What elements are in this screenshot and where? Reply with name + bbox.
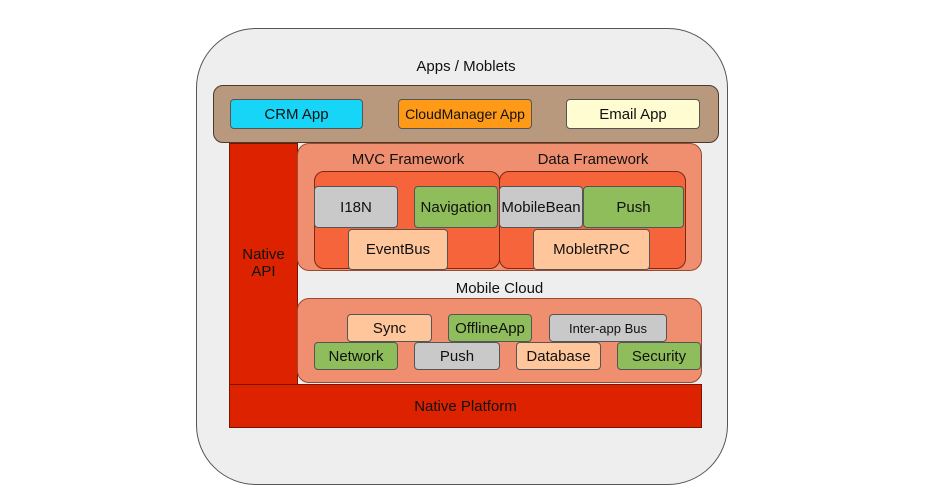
apps-title: Apps / Moblets <box>416 58 516 75</box>
email-app-box: Email App <box>566 99 700 129</box>
i18n-box: I18N <box>314 186 398 228</box>
mobile-cloud-title: Mobile Cloud <box>455 280 544 297</box>
offlineapp-box: OfflineApp <box>448 314 532 342</box>
native-api-label: Native API <box>229 246 298 280</box>
security-box: Security <box>617 342 701 370</box>
push-box: Push <box>583 186 684 228</box>
inter-app-bus-box: Inter-app Bus <box>549 314 667 342</box>
eventbus-box: EventBus <box>348 229 448 270</box>
sync-box: Sync <box>347 314 432 342</box>
mobilebean-box: MobileBean <box>499 186 583 228</box>
mvc-framework-title: MVC Framework <box>351 151 465 168</box>
network-box: Network <box>314 342 398 370</box>
navigation-box: Navigation <box>414 186 498 228</box>
mobletrpc-box: MobletRPC <box>533 229 650 270</box>
crm-app-box: CRM App <box>230 99 363 129</box>
cloud-push-box: Push <box>414 342 500 370</box>
native-platform-bar: Native Platform <box>229 384 702 428</box>
database-box: Database <box>516 342 601 370</box>
cloudmanager-app-box: CloudManager App <box>398 99 532 129</box>
native-api-label-line2: API <box>251 263 276 280</box>
data-framework-title: Data Framework <box>537 151 649 168</box>
native-api-label-line1: Native <box>242 246 285 263</box>
